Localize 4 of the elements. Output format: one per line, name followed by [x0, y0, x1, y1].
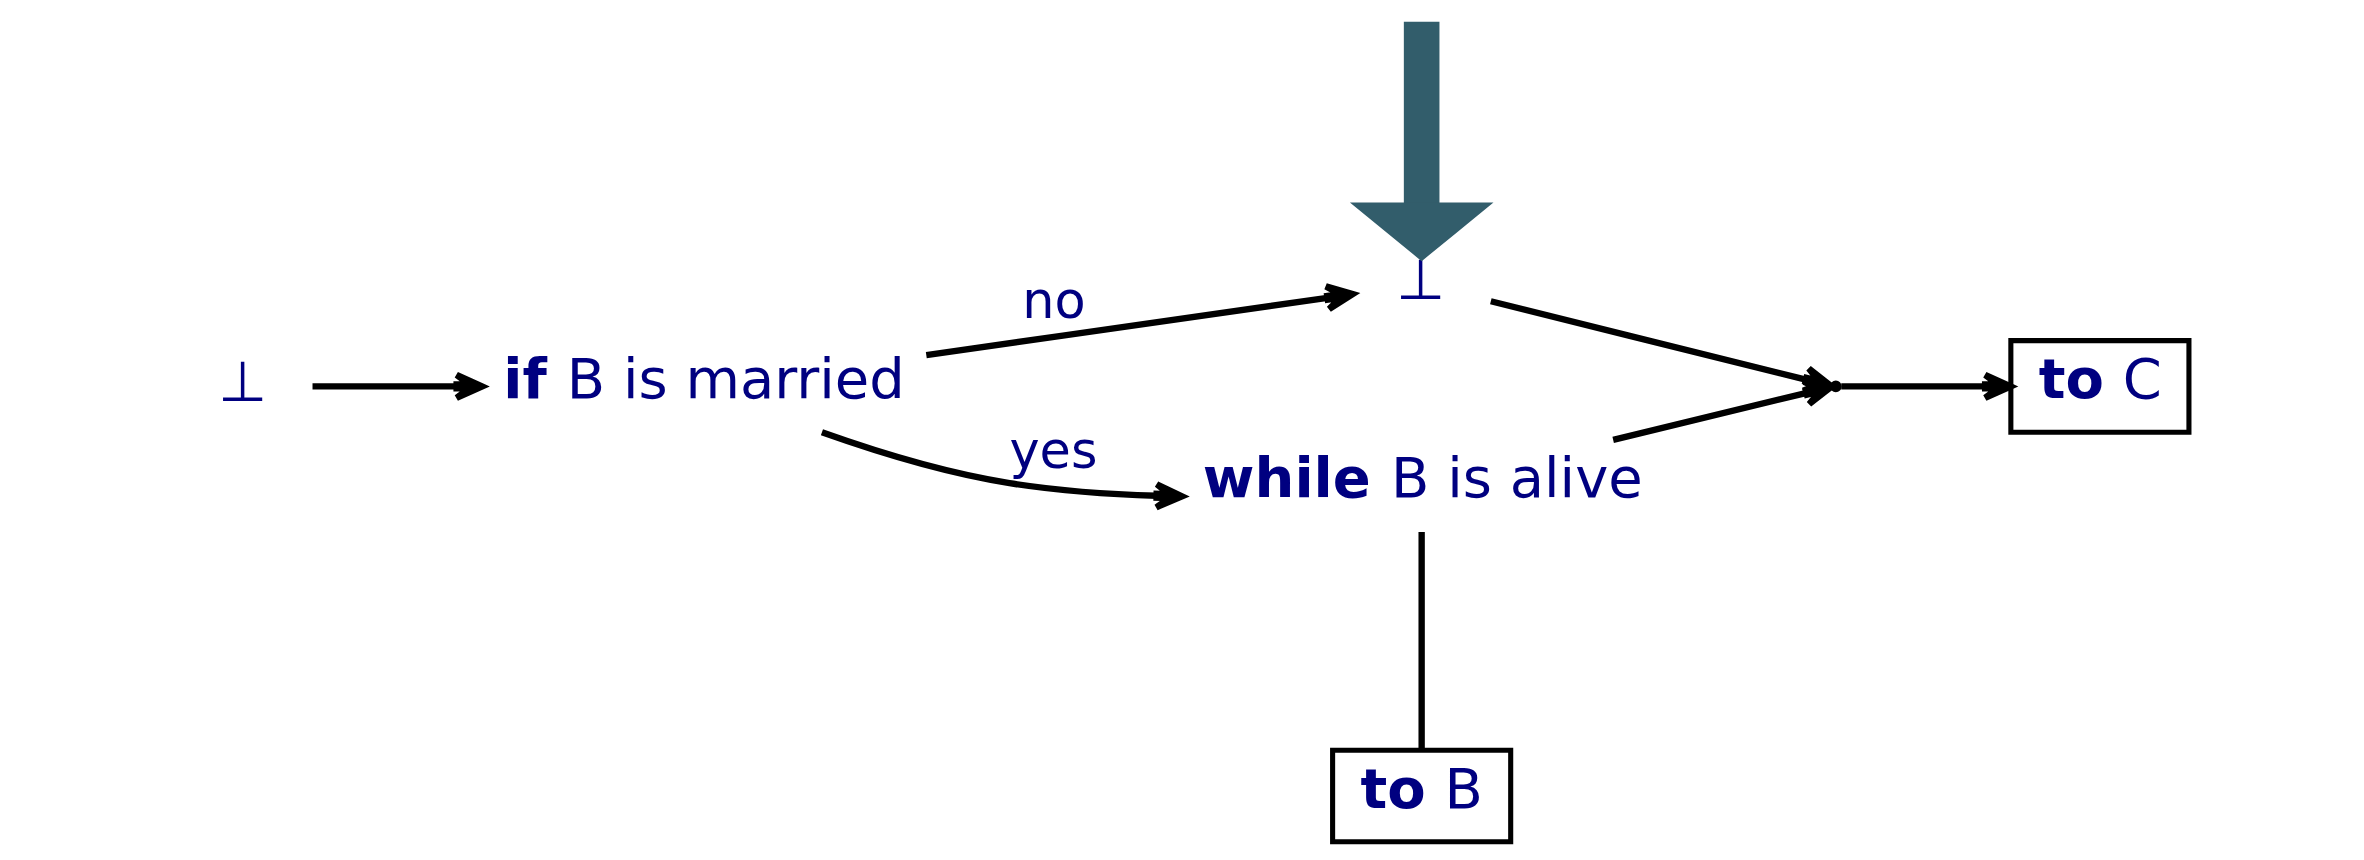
node-text: ⊥	[218, 348, 268, 414]
node-text: ⊥	[1396, 246, 1445, 312]
node-text: while B is alive	[1202, 444, 1643, 510]
node-text: if B is married	[503, 345, 905, 411]
